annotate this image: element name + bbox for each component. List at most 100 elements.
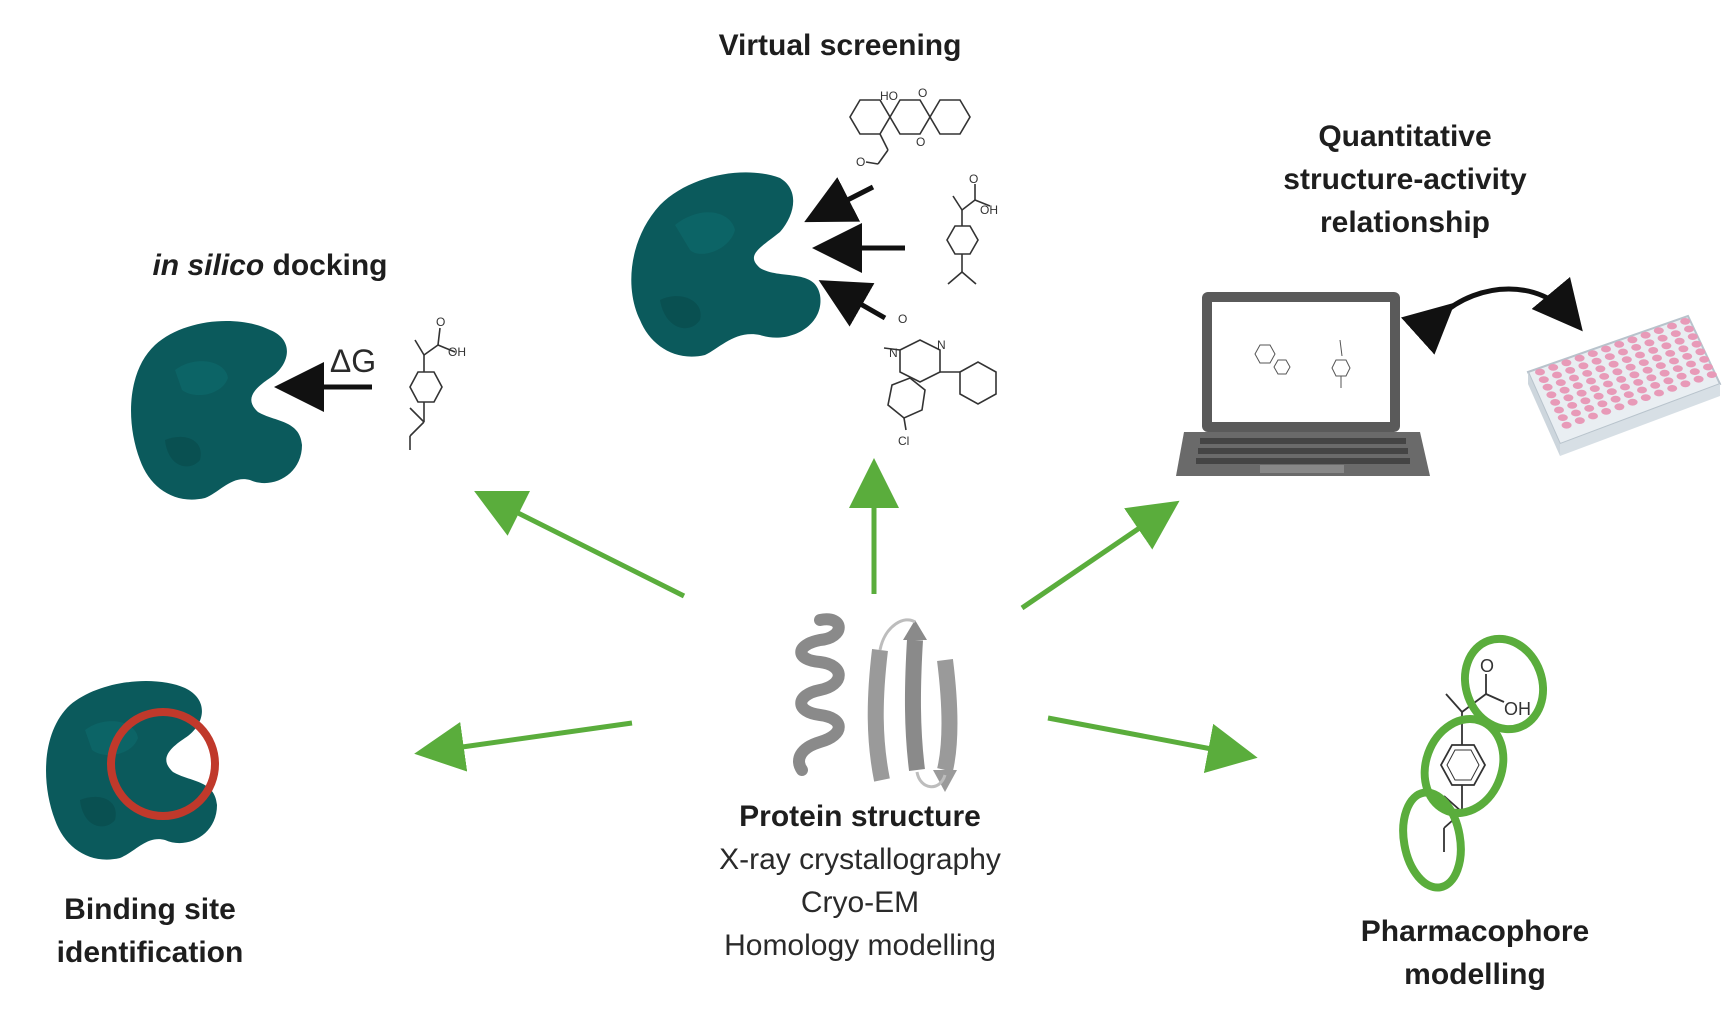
binding-site-line-1: Binding site <box>64 893 236 926</box>
virtual-screening-title: Virtual screening <box>718 29 962 62</box>
plate-well <box>1559 386 1570 394</box>
plate-well <box>1623 391 1634 398</box>
atom-labels: HO O O O O OH O N N Cl O OH O OH <box>436 86 1531 719</box>
atom-o-dock: O <box>436 315 445 329</box>
plate-well <box>1667 322 1677 330</box>
plate-well <box>1548 364 1559 371</box>
plate-well <box>1654 389 1664 397</box>
plate-well <box>1587 350 1598 357</box>
plate-well <box>1584 405 1595 412</box>
plate-well <box>1595 365 1606 373</box>
plate-well <box>1674 337 1685 345</box>
atom-oh-screen: OH <box>980 203 998 217</box>
center-method-3: Homology modelling <box>724 929 996 962</box>
plate-well <box>1635 351 1645 359</box>
plate-well <box>1552 371 1562 379</box>
docking-title: in silico docking <box>120 244 420 287</box>
plate-well <box>1601 408 1612 415</box>
atom-ho: HO <box>880 89 898 103</box>
plate-well <box>1582 370 1593 377</box>
plate-well <box>1546 391 1557 399</box>
docking-title-italic: in silico <box>152 249 265 282</box>
plate-well <box>1620 383 1630 391</box>
protein-structure-ribbon <box>793 613 958 792</box>
delta-g-label: ΔG <box>329 343 377 379</box>
plate-well <box>1661 342 1672 350</box>
plate-well <box>1665 350 1676 357</box>
arrow-to-pharmacophore <box>1047 715 1258 773</box>
plate-well <box>1557 414 1568 421</box>
plate-well <box>1627 398 1638 406</box>
plate-well <box>1616 376 1627 383</box>
plate-well <box>1614 403 1625 411</box>
plate-well <box>1601 345 1611 353</box>
plate-well <box>1603 380 1613 388</box>
plate-well <box>1646 374 1657 382</box>
qsar-line-1: Quantitative <box>1318 120 1492 153</box>
protein-blob-docking <box>131 321 302 500</box>
plate-well <box>1542 383 1553 391</box>
plate-well <box>1680 380 1691 388</box>
plate-well <box>1561 359 1572 367</box>
atom-o-screen: O <box>969 172 978 186</box>
arrow-to-docking <box>474 491 686 599</box>
pharmacophore-title: Pharmacophore modelling <box>1330 910 1620 996</box>
center-method-1: X-ray crystallography <box>719 843 1001 876</box>
plate-well <box>1689 368 1700 375</box>
plate-well <box>1578 362 1589 370</box>
plate-well <box>1672 365 1683 372</box>
plate-well <box>1538 376 1549 383</box>
ibuprofen-molecule-docking <box>409 327 456 450</box>
plate-well <box>1586 377 1596 385</box>
plate-well <box>1629 371 1640 379</box>
qsar-title: Quantitative structure-activity relation… <box>1240 115 1570 244</box>
plate-well <box>1591 357 1602 365</box>
center-method-2: Cryo-EM <box>800 886 920 919</box>
plate-well <box>1648 347 1659 354</box>
screening-arrows <box>804 177 905 327</box>
plate-well <box>1652 354 1662 362</box>
plate-well <box>1569 374 1579 382</box>
plate-well <box>1680 318 1691 325</box>
plate-well <box>1699 356 1710 363</box>
atom-oh-dock: OH <box>448 345 466 359</box>
well-plate-icon <box>1526 314 1722 456</box>
plate-well <box>1555 379 1566 386</box>
atom-o-pharm: O <box>1480 656 1494 676</box>
atom-oh-pharm: OH <box>1504 699 1531 719</box>
arrow-to-binding-site <box>414 720 633 772</box>
atom-n2: N <box>937 338 946 352</box>
pharmacophore-line-2: modelling <box>1404 958 1546 991</box>
plate-well <box>1561 421 1572 429</box>
atom-o-diaz: O <box>898 312 907 326</box>
plate-well <box>1682 353 1693 360</box>
laptop-icon <box>1176 292 1430 476</box>
docking-title-rest: docking <box>264 249 388 282</box>
green-arrows <box>414 458 1258 773</box>
plate-well <box>1608 360 1619 368</box>
center-label: Protein structure X-ray crystallography … <box>660 795 1060 967</box>
qsar-line-2: structure-activity <box>1283 163 1527 196</box>
atom-o-acetyl: O <box>856 155 865 169</box>
plate-well <box>1650 382 1661 389</box>
qsar-double-arrow <box>1400 276 1583 355</box>
plate-well <box>1633 379 1644 386</box>
plate-well <box>1687 333 1698 340</box>
center-title: Protein structure <box>739 800 981 833</box>
plate-well <box>1659 369 1670 377</box>
plate-well <box>1703 363 1713 371</box>
plate-well <box>1572 382 1583 389</box>
pharmacophore-line-1: Pharmacophore <box>1360 915 1590 948</box>
atom-o-keto: O <box>916 135 925 149</box>
plate-well <box>1571 409 1581 417</box>
plate-well <box>1580 397 1591 405</box>
plate-well <box>1640 331 1651 339</box>
plate-well <box>1618 348 1628 356</box>
binding-site-line-2: identification <box>56 936 244 969</box>
plate-well <box>1657 334 1668 342</box>
plate-well <box>1621 356 1632 363</box>
plate-well <box>1606 388 1617 395</box>
plate-well <box>1642 366 1653 374</box>
plate-well <box>1627 336 1638 344</box>
